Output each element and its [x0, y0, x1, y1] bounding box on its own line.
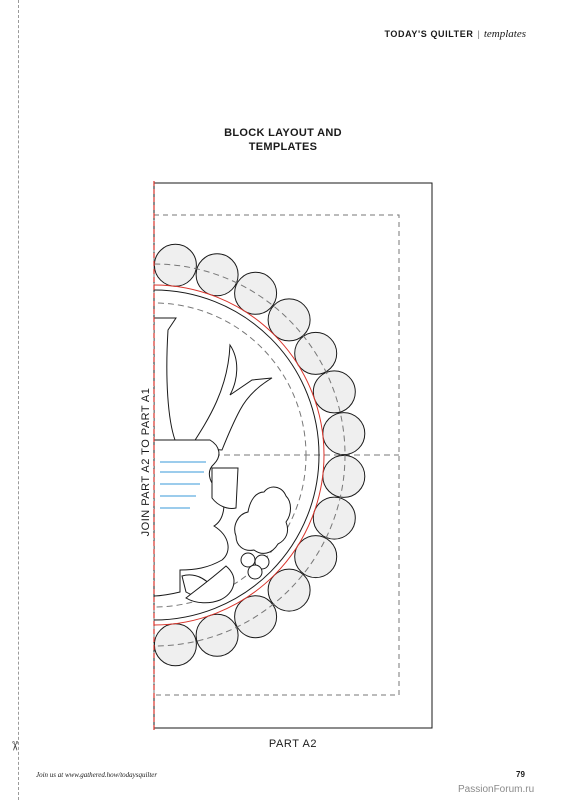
- dashed-ring: [154, 263, 346, 647]
- scallop-circle: [234, 271, 278, 315]
- scallop-circle: [267, 568, 311, 612]
- magazine-name: TODAY'S QUILTER: [384, 29, 474, 39]
- red-ring: [154, 284, 325, 626]
- stitch-guides: [160, 461, 206, 509]
- scallop-circle: [322, 412, 366, 456]
- inner-dashed-ring: [154, 302, 307, 608]
- page-title: BLOCK LAYOUT AND TEMPLATES: [183, 126, 383, 154]
- page-number: 79: [516, 770, 525, 779]
- join-instruction: JOIN PART A2 TO PART A1: [140, 387, 152, 537]
- scallop-circle: [267, 298, 311, 342]
- footer-link-text: Join us at www.gathered.how/todaysquilte…: [36, 771, 158, 779]
- title-line-1: BLOCK LAYOUT AND: [224, 127, 342, 139]
- part-label: PART A2: [268, 738, 318, 750]
- bird-motif: [154, 317, 291, 604]
- cut-line: [18, 0, 19, 800]
- scallop-circle: [154, 623, 197, 667]
- inner-ring: [154, 289, 320, 621]
- watermark: PassionForum.ru: [458, 784, 535, 795]
- title-line-2: TEMPLATES: [248, 141, 318, 153]
- scallop-circle: [294, 535, 338, 579]
- running-header: TODAY'S QUILTER|templates: [384, 28, 526, 40]
- section-name: templates: [483, 28, 526, 40]
- header-separator: |: [477, 29, 480, 39]
